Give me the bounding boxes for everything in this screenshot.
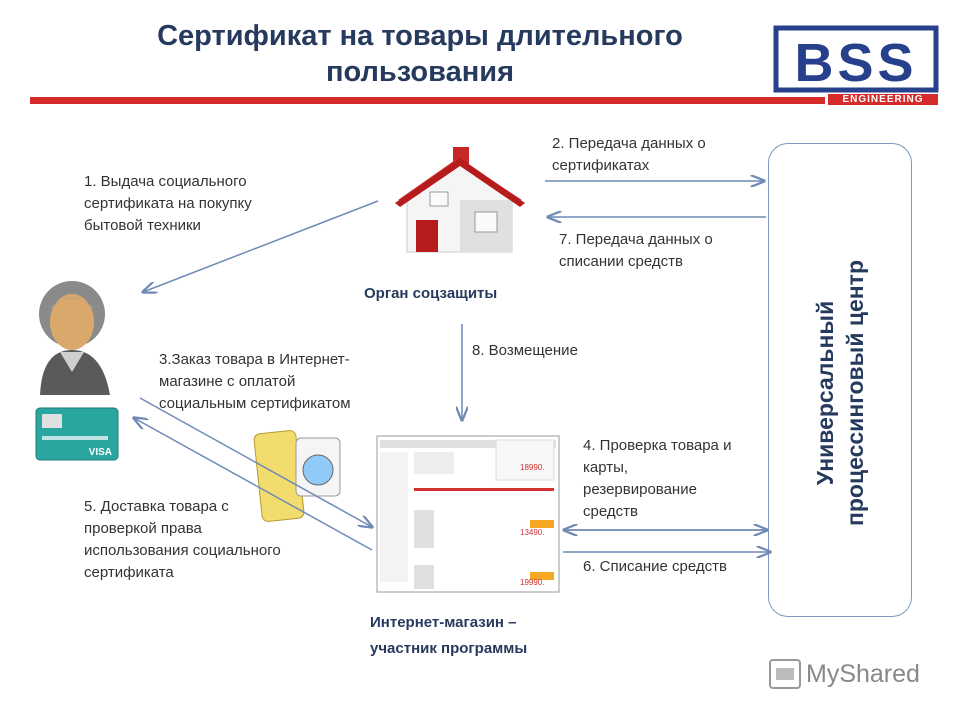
arrow-step-5 — [134, 418, 373, 551]
processing-center-box — [768, 143, 912, 617]
shop-price-2: 13490. — [520, 528, 544, 537]
step-7-label: 7. Передача данных о списании средств — [559, 231, 713, 270]
myshared-logo-icon — [769, 659, 801, 689]
step-1-label: 1. Выдача социального сертификата на пок… — [84, 173, 252, 234]
step-3-label: 3.Заказ товара в Интернет- магазине с оп… — [159, 351, 351, 412]
online-store-screenshot: 18990. 13490. 19990. — [376, 435, 560, 593]
social-agency-label: Орган соцзащиты — [364, 285, 498, 302]
social-card-icon: VISA — [35, 407, 119, 461]
online-store-label: Интернет-магазин – участник программы — [370, 614, 528, 657]
step-8-label: 8. Возмещение — [472, 342, 578, 359]
shop-price-3: 19990. — [520, 578, 544, 587]
arrow-step-1 — [143, 200, 379, 292]
card-visa-label: VISA — [89, 447, 112, 458]
pensioner-avatar-icon — [39, 281, 110, 395]
step-4-label: 4. Проверка товара и карты, резервирован… — [583, 437, 732, 520]
title-underline — [30, 97, 825, 104]
page-title: Сертификат на товары длительного пользов… — [157, 20, 683, 88]
myshared-watermark: MyShared — [806, 660, 920, 688]
step-5-label: 5. Доставка товара с проверкой права исп… — [84, 498, 281, 581]
step-2-label: 2. Передача данных о сертификатах — [552, 135, 706, 174]
logo-tagline: ENGINEERING — [828, 94, 938, 105]
arrow-step-3 — [139, 397, 372, 527]
step-6-label: 6. Списание средств — [583, 558, 727, 575]
shop-price-1: 18990. — [520, 463, 544, 472]
house-icon — [395, 147, 525, 253]
